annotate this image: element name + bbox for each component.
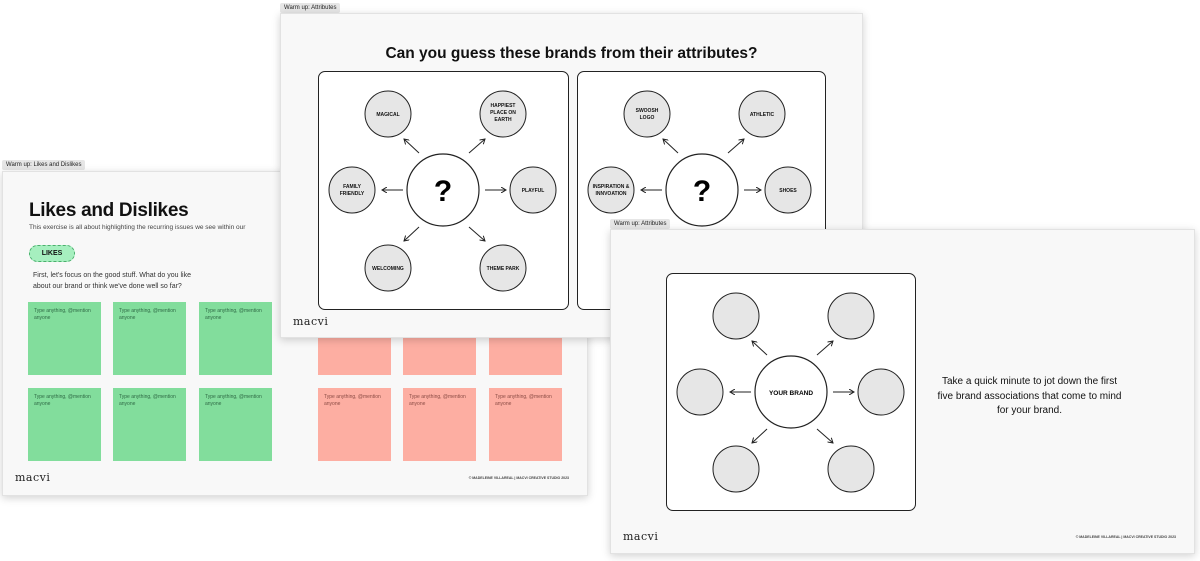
slide-tag-attributes[interactable]: Warm up: Attributes [610,219,671,229]
your-brand-panel: YOUR BRAND [666,273,916,511]
attribute-circle [364,244,412,292]
macvi-logo: macvi [623,530,659,543]
attribute-label: PLACE ON [490,110,516,116]
slide-footer: © MADELEINE VILLAREAL | MACVI CREATIVE S… [468,476,569,480]
slide-subtitle: This exercise is all about highlighting … [29,224,246,231]
arrow [663,139,679,154]
brand-guess-panel-1: ? MAGICAL HAPPIEST PLACE ON [318,71,569,310]
attribute-label: EARTH [494,117,512,123]
slide-title: Likes and Dislikes [29,200,189,221]
attribute-circle [587,166,635,214]
attribute-circle [738,90,786,138]
attribute-circle [328,166,376,214]
attribute-circle [509,166,557,214]
arrow [468,139,485,154]
arrow [816,341,833,356]
attribute-diagram-1: ? MAGICAL HAPPIEST PLACE ON [328,90,557,292]
attribute-label: THEME PARK [487,266,520,272]
attribute-label: INSPIRATION & [593,184,630,190]
center-circle [406,153,480,227]
arrow [404,226,420,241]
attribute-label: MAGICAL [376,112,399,118]
slide-tag-attributes[interactable]: Warm up: Attributes [280,3,341,13]
association-circle [827,445,875,493]
your-brand-diagram: YOUR BRAND [676,292,905,493]
your-brand-slide[interactable]: YOUR BRAND Take a quick minute to jot do… [610,229,1195,554]
attribute-label: INNVOATION [595,191,626,197]
association-circle [827,292,875,340]
attribute-circle [623,90,671,138]
arrow [468,226,485,241]
macvi-logo: macvi [293,315,329,328]
attribute-circle [479,90,527,138]
arrow [727,139,744,154]
attribute-label: FAMILY [343,184,362,190]
attribute-label: SHOES [779,188,797,194]
association-circle [857,368,905,416]
attribute-label: ATHLETIC [750,112,775,118]
association-circle [676,368,724,416]
association-circle [712,292,760,340]
attribute-label: SWOOSH [636,108,659,114]
center-label: YOUR BRAND [769,390,813,397]
attribute-label: HAPPIEST [490,103,515,109]
arrow [752,428,768,443]
center-circle [665,153,739,227]
slide-tag-likes[interactable]: Warm up: Likes and Dislikes [2,160,86,170]
association-circle [712,445,760,493]
attribute-circle [764,166,812,214]
slide-title: Can you guess these brands from their at… [385,45,758,62]
slide-footer: © MADELEINE VILLAREAL | MACVI CREATIVE S… [1075,535,1176,539]
center-circle [754,355,828,429]
arrow [816,428,833,443]
attribute-circle [479,244,527,292]
attribute-label: PLAYFUL [522,188,545,194]
attribute-diagram-2: ? SWOOSH LOGO ATHLETIC INSPIRATION & INN… [587,90,812,227]
attribute-label: FRIENDLY [340,191,365,197]
arrow [752,341,768,356]
attribute-label: LOGO [640,115,655,121]
likes-badge: LIKES [29,245,75,262]
likes-prompt: First, let's focus on the good stuff. Wh… [33,272,192,290]
question-mark: ? [693,175,711,208]
arrow [404,139,420,154]
attribute-circle [364,90,412,138]
macvi-logo: macvi [15,471,51,484]
question-mark: ? [434,175,452,208]
instruction-text: Take a quick minute to jot down the firs… [937,376,1122,416]
attribute-label: WELCOMING [372,266,404,272]
